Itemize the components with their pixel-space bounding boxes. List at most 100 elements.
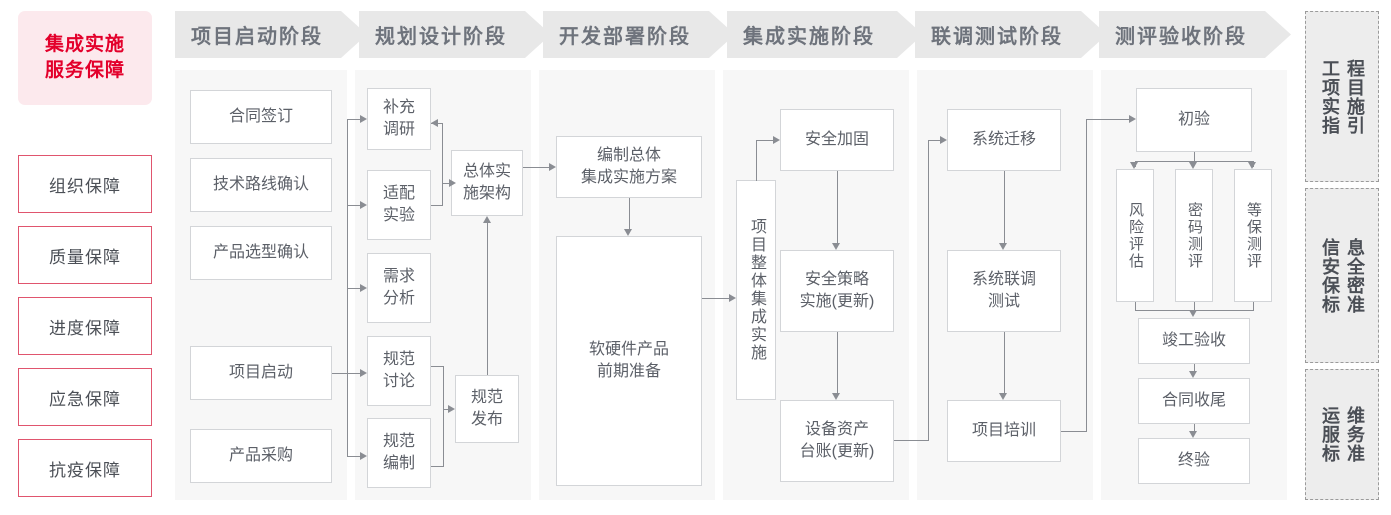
node-label-line2: 集成实施方案 [580,169,677,186]
reference-col-left: 运服标 [1320,406,1340,463]
node-spec-discussion[interactable]: 规范 讨论 [367,336,431,406]
arrow-head-icon [448,405,455,413]
node-contract-closure[interactable]: 合同收尾 [1138,378,1250,424]
node-final-acceptance[interactable]: 终验 [1138,438,1250,484]
arrow-head-icon [999,243,1007,250]
stage-title: 规划设计阶段 [375,26,507,48]
node-product-selection-confirm[interactable]: 产品选型确认 [190,226,332,280]
connector-risk-down [1135,302,1137,311]
node-requirement-analysis[interactable]: 需求 分析 [367,253,431,323]
rail-item-label: 进度保障 [49,318,121,338]
reference-col-left: 工项实指 [1320,58,1340,135]
arrow-head-icon [549,163,556,171]
left-rail-header: 集成实施 服务保障 [18,11,152,105]
arrow-head-icon [729,294,736,302]
connector-stage2-trunk [347,119,349,456]
connector-training-right [1061,431,1087,433]
rail-item-quality[interactable]: 质量保障 [18,226,152,284]
node-system-joint-debugging-test[interactable]: 系统联调 测试 [947,250,1061,332]
node-overall-implementation-architecture[interactable]: 总体实 施架构 [451,150,523,216]
node-label: 项目启动 [228,364,293,381]
node-system-migration[interactable]: 系统迁移 [947,109,1061,171]
rail-item-label: 抗疫保障 [49,460,121,480]
node-label: 竣工验收 [1161,332,1226,349]
arrow-head-icon [1189,371,1197,378]
node-contract-signing[interactable]: 合同签订 [190,90,332,144]
rail-item-schedule[interactable]: 进度保障 [18,297,152,355]
node-label: 初验 [1177,111,1210,128]
arrow-head-icon [360,115,367,123]
arrow-head-icon [940,136,947,144]
stage-title: 测评验收阶段 [1115,26,1247,48]
node-label-line1: 安全策略 [804,271,869,288]
stage-title: 集成实施阶段 [743,26,875,48]
node-project-kickoff[interactable]: 项目启动 [190,346,332,400]
node-security-hardening[interactable]: 安全加固 [780,109,894,171]
connector-migration-to-jointtest [1004,171,1006,243]
node-password-evaluation[interactable]: 密码测评 [1175,169,1213,302]
connector-ledger-vertical [928,140,930,441]
rail-item-emergency[interactable]: 应急保障 [18,368,152,426]
node-label: 系统迁移 [971,131,1036,148]
arrow-head-icon [1248,162,1256,169]
node-risk-assessment[interactable]: 风险评估 [1116,169,1154,302]
node-adaptation-experiment[interactable]: 适配 实验 [367,170,431,240]
node-spec-drafting[interactable]: 规范 编制 [367,418,431,488]
rail-item-label: 应急保障 [49,389,121,409]
node-label: 安全加固 [804,131,869,148]
chevron-arrow-icon-6 [1265,11,1291,58]
arrow-head-icon [999,393,1007,400]
connector-spec-drafting-merge [431,466,443,468]
rail-item-epidemic[interactable]: 抗疫保障 [18,439,152,497]
connector-release-to-architecture [487,223,489,375]
arrow-head-icon [773,136,780,144]
reference-ops-service-standard[interactable]: 维务准 运服标 [1305,369,1379,500]
arrow-head-icon [360,201,367,209]
node-preliminary-acceptance[interactable]: 初验 [1136,88,1252,152]
stage-header-4: 集成实施阶段 [727,11,897,58]
node-equipment-asset-ledger[interactable]: 设备资产 台账(更新) [780,400,894,482]
node-hardware-software-preparation[interactable]: 软硬件产品 前期准备 [556,236,702,486]
connector-trunk-to-spec-discussion [347,373,360,375]
connector-architecture-to-plan [523,167,549,169]
node-label-line1: 规范 [382,433,415,450]
node-label-line2: 台账(更新) [799,443,875,460]
arrow-head-icon [832,243,840,250]
stage-header-2: 规划设计阶段 [359,11,525,58]
connector-to-migration [928,140,940,142]
node-security-policy-implementation[interactable]: 安全策略 实施(更新) [780,250,894,332]
node-spec-release[interactable]: 规范 发布 [455,375,519,443]
connector-ledger-right [894,440,929,442]
node-label-line2: 调研 [382,121,415,138]
connector-trunk-to-requirement [347,288,360,290]
connector-kickoff-to-trunk [332,373,348,375]
node-label: 风险评估 [1127,201,1144,270]
node-label: 项目培训 [971,422,1036,439]
node-label: 项目整体集成实施 [748,218,765,362]
node-label-line1: 需求 [382,268,415,285]
node-overall-integration-plan[interactable]: 编制总体 集成实施方案 [556,136,702,198]
node-graded-protection-evaluation[interactable]: 等保测评 [1234,169,1272,302]
arrow-head-icon [1129,115,1136,123]
node-overall-project-integration[interactable]: 项目整体集成实施 [736,180,776,400]
node-project-training[interactable]: 项目培训 [947,400,1061,462]
arrow-head-icon [483,216,491,223]
node-product-procurement[interactable]: 产品采购 [190,429,332,483]
node-label: 合同签订 [228,108,293,125]
node-completion-acceptance[interactable]: 竣工验收 [1138,318,1250,364]
node-tech-route-confirm[interactable]: 技术路线确认 [190,158,332,212]
connector-completion-to-closure [1194,364,1196,371]
reference-infosec-confidentiality-standard[interactable]: 息全密准 信安保标 [1305,188,1379,363]
reference-engineering-project-guide[interactable]: 程目施引 工项实指 [1305,11,1379,182]
node-label-line1: 适配 [382,185,415,202]
node-label-line2: 前期准备 [596,363,661,380]
node-label-line2: 测试 [987,293,1020,310]
arrow-head-icon [449,179,456,187]
connector-trunk-to-research [347,119,360,121]
node-supplementary-research[interactable]: 补充 调研 [367,88,431,150]
node-label-line1: 编制总体 [596,147,661,164]
rail-item-organization[interactable]: 组织保障 [18,155,152,213]
node-label-line2: 编制 [382,455,415,472]
stage-header-1: 项目启动阶段 [175,11,341,58]
